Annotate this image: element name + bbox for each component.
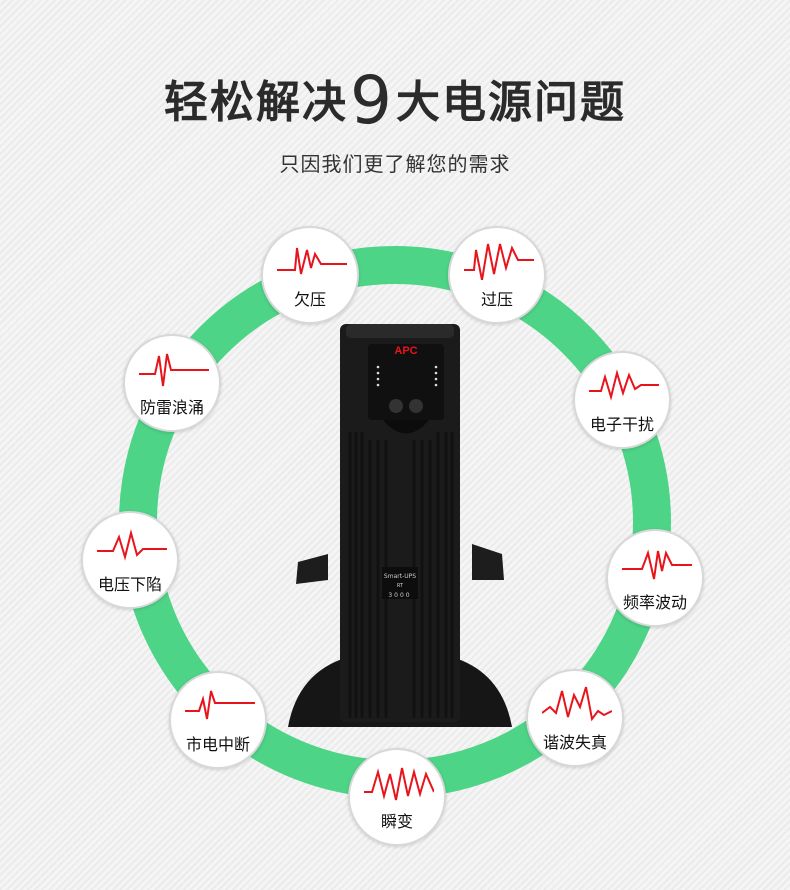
problem-undervoltage: 欠压 bbox=[261, 226, 359, 324]
problem-harmonic: 谐波失真 bbox=[526, 669, 624, 767]
waveform-icon bbox=[185, 690, 255, 720]
subtitle: 只因我们更了解您的需求 bbox=[279, 152, 511, 176]
waveform-icon bbox=[97, 529, 167, 561]
problem-label: 谐波失真 bbox=[542, 733, 607, 752]
page-title: 轻松解决9大电源问题 bbox=[0, 62, 790, 139]
ups-product-image: APC Smart-UPS RT 3000 bbox=[288, 324, 512, 727]
model-series: RT bbox=[397, 583, 404, 589]
waveform-icon bbox=[139, 353, 209, 387]
waveform-icon bbox=[542, 686, 612, 722]
title-text-end: 大电源问题 bbox=[396, 77, 626, 128]
problem-overvoltage: 过压 bbox=[448, 226, 546, 324]
brand-logo: APC bbox=[394, 345, 417, 357]
model-name: Smart-UPS bbox=[384, 573, 416, 580]
title-text: 轻松解决 bbox=[164, 77, 348, 128]
problem-label: 市电中断 bbox=[185, 735, 250, 754]
problem-frequency: 频率波动 bbox=[606, 529, 704, 627]
problem-label: 瞬变 bbox=[380, 812, 413, 831]
problem-label: 欠压 bbox=[293, 290, 326, 309]
problem-label: 电压下陷 bbox=[97, 575, 162, 594]
problem-label: 电子干扰 bbox=[589, 415, 654, 434]
problem-outage: 市电中断 bbox=[169, 671, 267, 769]
waveform-icon bbox=[589, 369, 659, 401]
problem-sag: 电压下陷 bbox=[81, 511, 179, 609]
title-number: 9 bbox=[350, 62, 394, 139]
problem-emi: 电子干扰 bbox=[573, 351, 671, 449]
problem-transient: 瞬变 bbox=[348, 748, 446, 846]
waveform-icon bbox=[622, 549, 692, 580]
waveform-icon bbox=[364, 767, 434, 801]
model-number: 3000 bbox=[388, 592, 411, 599]
waveform-icon bbox=[464, 243, 534, 280]
problem-label: 过压 bbox=[480, 290, 513, 309]
problem-label: 防雷浪涌 bbox=[139, 398, 204, 417]
problem-surge: 防雷浪涌 bbox=[123, 334, 221, 432]
problem-label: 频率波动 bbox=[622, 593, 687, 612]
waveform-icon bbox=[277, 247, 347, 275]
